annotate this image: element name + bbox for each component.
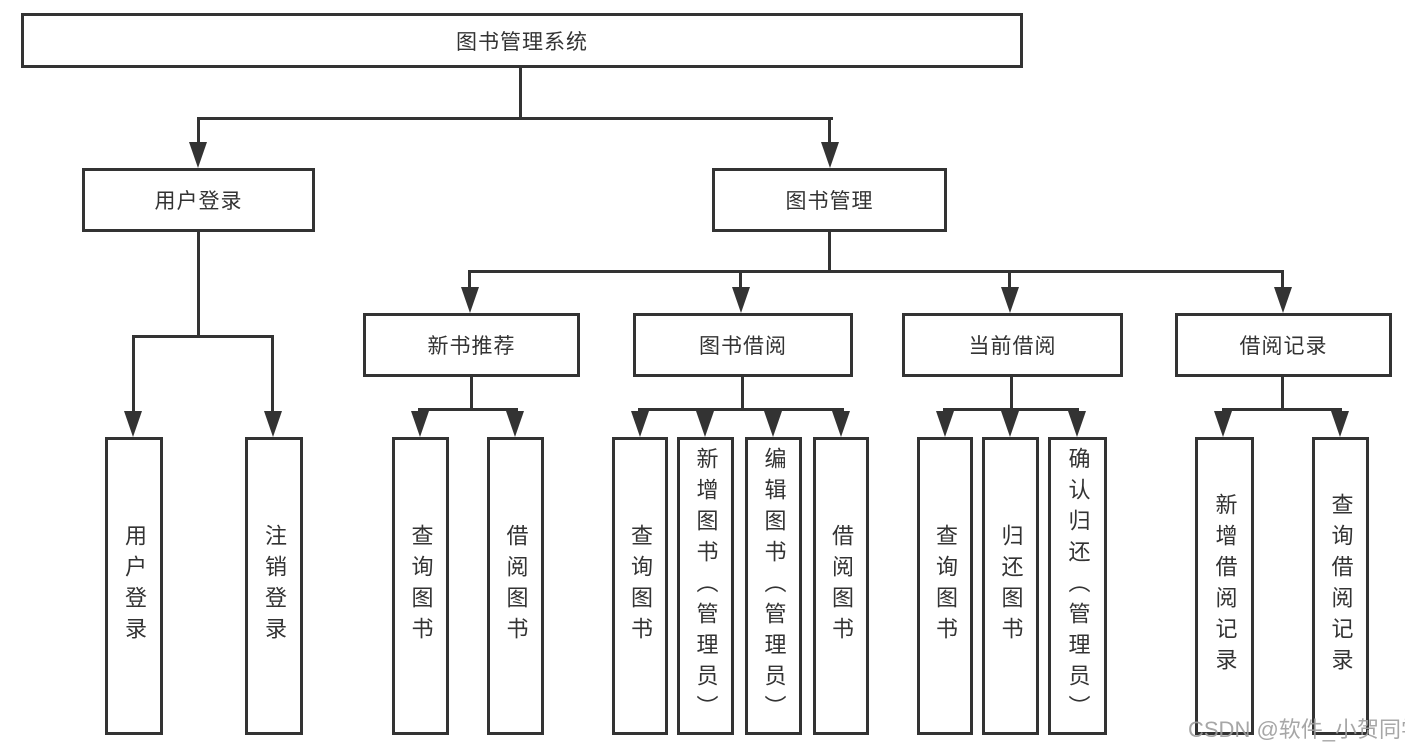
node-book-management: 图书管理 (712, 168, 947, 232)
arrow-down-icon (124, 411, 142, 437)
leaf-add-borrow-record: 新增借阅记录 (1195, 437, 1254, 735)
connector-userlogin-drop (197, 117, 200, 145)
connector-branch (1222, 408, 1342, 411)
leaf-label: 查询图书 (408, 524, 434, 648)
node-label: 借阅记录 (1239, 335, 1328, 358)
connector-drop (271, 335, 274, 413)
arrow-down-icon (264, 411, 282, 437)
connector-bookmgmt-stem (828, 232, 831, 273)
arrow-down-icon (461, 287, 479, 313)
leaf-label: 新增图书（管理员） (693, 446, 719, 726)
arrow-down-icon (1331, 411, 1349, 437)
arrow-down-icon (821, 142, 839, 168)
connector-branch (638, 408, 844, 411)
connector-stem (1281, 377, 1284, 411)
leaf-user-login: 用户登录 (105, 437, 163, 735)
node-label: 图书管理 (785, 190, 874, 213)
leaf-return-books: 归还图书 (982, 437, 1039, 735)
node-new-book-recommend: 新书推荐 (363, 313, 580, 377)
arrow-down-icon (1274, 287, 1292, 313)
connector-drop (468, 270, 471, 290)
node-label: 图书借阅 (699, 335, 787, 358)
leaf-label: 查询图书 (933, 524, 958, 648)
arrow-down-icon (631, 411, 649, 437)
connector-root-branch (197, 117, 833, 120)
arrow-down-icon (764, 411, 782, 437)
connector-userlogin-branch (132, 335, 274, 338)
arrow-down-icon (696, 411, 714, 437)
csdn-watermark: CSDN @软件_小贺同学 (1188, 717, 1405, 742)
arrow-down-icon (189, 142, 207, 168)
leaf-label: 借阅图书 (829, 524, 854, 648)
arrow-down-icon (732, 287, 750, 313)
arrow-down-icon (411, 411, 429, 437)
connector-stem (470, 377, 473, 411)
connector-root-stem (519, 68, 522, 120)
connector-drop (739, 270, 742, 290)
node-root-label: 图书管理系统 (456, 30, 588, 54)
node-root: 图书管理系统 (21, 13, 1023, 68)
arrow-down-icon (1001, 287, 1019, 313)
leaf-confirm-return-admin: 确认归还（管理员） (1048, 437, 1107, 735)
node-user-login: 用户登录 (82, 168, 315, 232)
leaf-borrow-books: 借阅图书 (813, 437, 869, 735)
leaf-edit-books-admin: 编辑图书（管理员） (745, 437, 802, 735)
connector-bookmgmt-drop (828, 117, 831, 145)
leaf-query-books: 查询图书 (917, 437, 973, 735)
connector-bookmgmt-branch (468, 270, 1284, 273)
connector-branch (943, 408, 1079, 411)
node-label: 新书推荐 (427, 335, 516, 358)
node-borrowing-records: 借阅记录 (1175, 313, 1392, 377)
connector-drop (132, 335, 135, 413)
connector-userlogin-stem (197, 232, 200, 338)
leaf-label: 编辑图书（管理员） (761, 446, 787, 726)
leaf-label: 用户登录 (122, 524, 147, 648)
arrow-down-icon (832, 411, 850, 437)
leaf-borrow-books: 借阅图书 (487, 437, 544, 735)
node-current-borrowing: 当前借阅 (902, 313, 1123, 377)
leaf-add-books-admin: 新增图书（管理员） (677, 437, 734, 735)
node-label: 当前借阅 (968, 335, 1057, 358)
connector-stem (741, 377, 744, 411)
leaf-label: 注销登录 (262, 524, 287, 648)
leaf-label: 借阅图书 (503, 524, 529, 648)
leaf-label: 查询借阅记录 (1328, 493, 1354, 679)
leaf-logout: 注销登录 (245, 437, 303, 735)
arrow-down-icon (1068, 411, 1086, 437)
leaf-label: 归还图书 (998, 524, 1024, 648)
connector-drop (1281, 270, 1284, 290)
leaf-label: 确认归还（管理员） (1065, 446, 1091, 726)
connector-drop (1008, 270, 1011, 290)
arrow-down-icon (1001, 411, 1019, 437)
arrow-down-icon (506, 411, 524, 437)
leaf-label: 新增借阅记录 (1212, 493, 1238, 679)
connector-branch (418, 408, 518, 411)
leaf-query-borrow-record: 查询借阅记录 (1312, 437, 1369, 735)
leaf-label: 查询图书 (628, 524, 653, 648)
arrow-down-icon (936, 411, 954, 437)
node-label: 用户登录 (154, 190, 243, 213)
connector-stem (1010, 377, 1013, 411)
leaf-query-books: 查询图书 (612, 437, 668, 735)
leaf-query-books: 查询图书 (392, 437, 449, 735)
node-book-borrowing: 图书借阅 (633, 313, 853, 377)
arrow-down-icon (1214, 411, 1232, 437)
